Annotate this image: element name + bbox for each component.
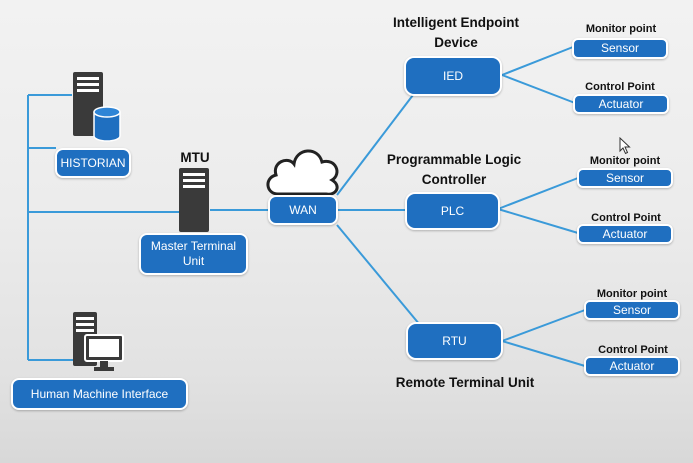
rtu-title: Remote Terminal Unit xyxy=(395,375,535,390)
link-ied-sensor xyxy=(501,46,574,76)
rtu-control-point-label: Control Point xyxy=(598,344,668,356)
link-rtu-actuator xyxy=(501,340,586,367)
server-icon xyxy=(179,168,209,232)
monitor-icon xyxy=(84,334,124,371)
ied-monitor-point-label: Monitor point xyxy=(585,23,657,35)
plc-actuator-node[interactable]: Actuator xyxy=(577,224,673,244)
ied-sensor-node[interactable]: Sensor xyxy=(572,38,668,59)
plc-control-point-label: Control Point xyxy=(591,212,661,224)
plc-sensor-node[interactable]: Sensor xyxy=(577,168,673,188)
plc-title: Programmable Logic Controller xyxy=(386,152,522,187)
plc-monitor-point-label: Monitor point xyxy=(589,155,661,167)
rtu-actuator-node[interactable]: Actuator xyxy=(584,356,680,376)
ied-control-point-label: Control Point xyxy=(585,81,655,93)
mtu-label: MTU xyxy=(180,150,210,165)
ied-title: Intelligent Endpoint Device xyxy=(393,15,519,50)
link-wan-rtu xyxy=(336,224,421,326)
link-plc-actuator xyxy=(497,208,579,234)
ied-node[interactable]: IED xyxy=(404,56,502,96)
rtu-node[interactable]: RTU xyxy=(406,322,503,360)
rtu-monitor-point-label: Monitor point xyxy=(596,288,668,300)
mouse-cursor-icon xyxy=(619,137,631,155)
mtu-node[interactable]: Master Terminal Unit xyxy=(139,233,248,275)
link-plc-sensor xyxy=(497,177,579,210)
wan-node[interactable]: WAN xyxy=(268,195,338,225)
cloud-icon xyxy=(266,149,339,196)
database-icon xyxy=(93,106,121,142)
link-wan-ied xyxy=(336,94,414,196)
hmi-node[interactable]: Human Machine Interface xyxy=(11,378,188,410)
rtu-sensor-node[interactable]: Sensor xyxy=(584,300,680,320)
historian-node[interactable]: HISTORIAN xyxy=(55,148,131,178)
link-ied-actuator xyxy=(501,74,576,104)
ied-actuator-node[interactable]: Actuator xyxy=(573,94,669,114)
link-rtu-sensor xyxy=(501,309,586,342)
plc-node[interactable]: PLC xyxy=(405,192,500,230)
